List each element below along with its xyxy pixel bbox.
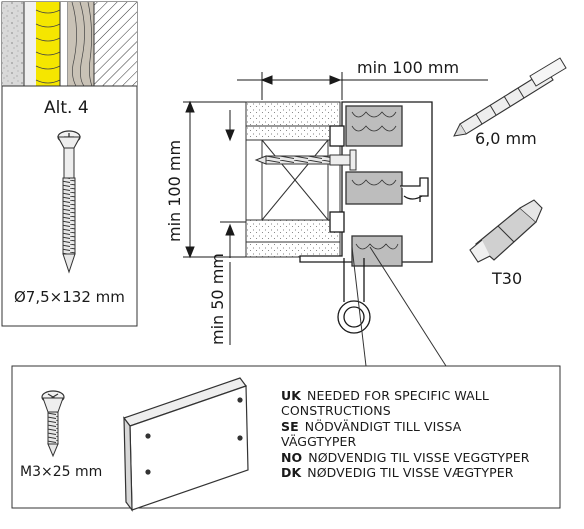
torx-bit-size: T30 xyxy=(492,269,523,288)
note-se-cont: VÄGGTYPER xyxy=(281,434,357,450)
wall-layer-thumbnail xyxy=(1,1,138,87)
accessory-panel xyxy=(11,365,561,509)
dimension-top-width: min 100 mm xyxy=(357,58,460,77)
fixing-screw xyxy=(254,149,357,171)
drill-bit-size: 6,0 mm xyxy=(475,129,537,148)
small-screw-spec: M3×25 mm xyxy=(20,464,103,480)
callout-lines xyxy=(351,246,447,367)
wall-section xyxy=(245,101,341,258)
dimension-bottom-offset: min 50 mm xyxy=(208,253,227,345)
torx-bit-icon xyxy=(469,199,543,263)
screw-alt-panel xyxy=(1,85,138,327)
mounting-plate-icon xyxy=(123,377,249,512)
dimension-lines xyxy=(183,72,488,345)
screw-spec-label: Ø7,5×132 mm xyxy=(14,288,125,306)
note-uk-cont: CONSTRUCTIONS xyxy=(281,403,391,419)
dimension-vertical-height: min 100 mm xyxy=(165,139,184,242)
screw-alt-label: Alt. 4 xyxy=(44,98,89,118)
drill-bit-icon xyxy=(453,57,567,137)
frame-profile xyxy=(299,101,433,334)
